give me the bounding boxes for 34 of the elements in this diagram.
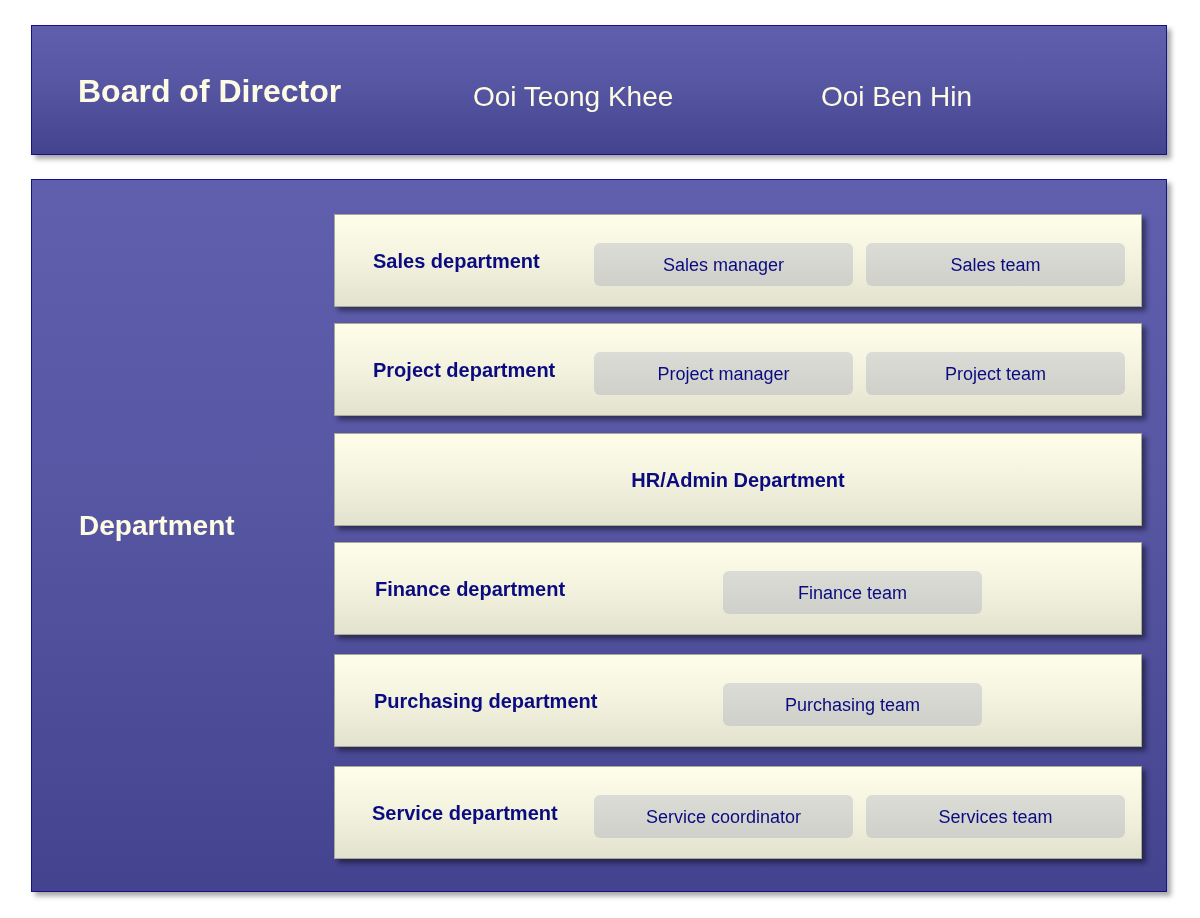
header-band [31,25,1167,155]
band-title: Department [79,509,235,543]
role-tag [594,352,853,395]
department-name: Service department [372,801,558,825]
role-label: Sales manager [662,254,785,275]
department-row [334,654,1142,747]
department-row [334,214,1142,307]
role-tag [866,352,1125,395]
role-tag [723,571,982,614]
department-row [334,433,1142,526]
department-name: Project department [373,358,556,382]
role-label: Project manager [657,363,790,384]
department-panel [31,179,1167,892]
department-row [334,542,1142,635]
department-row [334,323,1142,416]
department-name: Purchasing department [374,689,598,713]
role-tag [594,243,853,286]
role-label: Purchasing team [784,694,921,715]
role-tag [594,795,853,838]
director-name: Ooi Teong Khee [473,80,674,114]
role-tag [866,795,1125,838]
role-label: Services team [938,806,1053,827]
band-title: Board of Director [78,72,342,110]
role-label: Project team [945,363,1046,384]
role-label: Service coordinator [645,806,802,827]
director-name: Ooi Ben Hin [821,80,972,114]
department-name: HR/Admin Department [631,468,845,491]
department-row [334,766,1142,859]
role-label: Sales team [950,254,1041,275]
role-label: Finance team [797,582,908,603]
role-tag [866,243,1125,286]
department-name: Sales department [373,249,540,273]
role-tag [723,683,982,726]
department-name: Finance department [375,577,566,601]
